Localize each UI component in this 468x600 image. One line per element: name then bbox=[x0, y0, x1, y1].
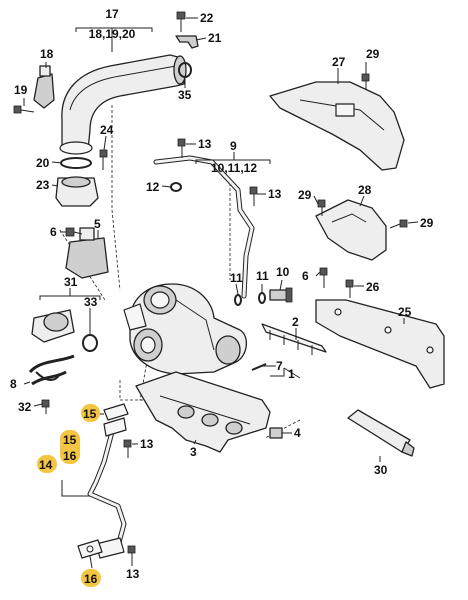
callout-6b: 6 bbox=[302, 269, 309, 283]
bolt-13d bbox=[127, 545, 136, 562]
callout-11a: 11 bbox=[230, 271, 243, 285]
oil-supply-line-9 bbox=[153, 155, 255, 299]
bolt-24 bbox=[99, 149, 108, 170]
callout-17: 17 bbox=[105, 7, 119, 21]
clamp-21 bbox=[175, 35, 199, 49]
callout-11b: 11 bbox=[256, 269, 269, 283]
seal-11b bbox=[258, 292, 266, 304]
callout-29c: 29 bbox=[420, 216, 434, 230]
banjo-bolt-10 bbox=[269, 287, 293, 303]
gasket-25 bbox=[315, 299, 445, 389]
callout-12: 12 bbox=[146, 180, 160, 194]
leader-lines bbox=[23, 17, 419, 569]
callout-30: 30 bbox=[374, 463, 388, 477]
callout-26: 26 bbox=[366, 280, 380, 294]
callout-13b: 13 bbox=[268, 187, 282, 201]
callout-labels: 17 18,19,20 22 21 18 19 35 27 29 24 13 9… bbox=[10, 7, 434, 586]
bolt-32 bbox=[41, 399, 50, 414]
bolt-13b bbox=[249, 186, 258, 206]
bolt-22 bbox=[176, 11, 186, 32]
callout-18: 18 bbox=[40, 47, 54, 61]
bracket-2 bbox=[261, 323, 327, 355]
sealant-tube-30 bbox=[347, 409, 415, 457]
heat-shield-28 bbox=[315, 199, 387, 261]
callout-13d: 13 bbox=[126, 567, 140, 581]
o-ring-20 bbox=[60, 157, 92, 169]
highlight-badges bbox=[37, 404, 101, 587]
callout-32: 32 bbox=[18, 400, 32, 414]
highlight-badge-14 bbox=[37, 455, 57, 473]
callout-29b: 29 bbox=[298, 188, 312, 202]
bolt-6b bbox=[319, 267, 328, 288]
callout-1: 1 bbox=[288, 367, 295, 381]
bolt-13c bbox=[123, 439, 132, 458]
heat-shield-27 bbox=[269, 81, 405, 171]
callout-14: 14 bbox=[39, 458, 53, 472]
nut-4 bbox=[269, 427, 283, 439]
o-ring-35 bbox=[178, 62, 192, 78]
callout-21: 21 bbox=[208, 31, 222, 45]
highlight-badge-15a bbox=[81, 404, 100, 422]
seal-11a bbox=[234, 294, 242, 306]
callout-4: 4 bbox=[294, 426, 301, 440]
callout-24: 24 bbox=[100, 123, 114, 137]
callout-27: 27 bbox=[332, 55, 346, 69]
callout-13a: 13 bbox=[198, 137, 212, 151]
callout-23: 23 bbox=[36, 178, 50, 192]
callout-16a: 16 bbox=[63, 449, 77, 463]
seal-12 bbox=[170, 182, 182, 192]
highlight-badge-15b-16a bbox=[60, 430, 80, 464]
callout-8: 8 bbox=[10, 377, 17, 391]
gasket-16b bbox=[77, 539, 103, 559]
hose-8 bbox=[28, 354, 75, 386]
callout-16b: 16 bbox=[84, 572, 98, 586]
callout-22: 22 bbox=[200, 11, 214, 25]
callout-15b: 15 bbox=[63, 433, 77, 447]
gasket-15a bbox=[103, 403, 129, 421]
callout-33: 33 bbox=[84, 295, 98, 309]
callout-31: 31 bbox=[64, 275, 78, 289]
bolt-29c bbox=[389, 219, 408, 229]
callout-29a: 29 bbox=[366, 47, 380, 61]
callout-20: 20 bbox=[36, 156, 50, 170]
callout-35: 35 bbox=[178, 88, 192, 102]
sensor-18 bbox=[33, 65, 55, 109]
callout-5: 5 bbox=[94, 217, 101, 231]
callout-25: 25 bbox=[398, 305, 412, 319]
callout-19: 19 bbox=[14, 83, 28, 97]
callout-13c: 13 bbox=[140, 437, 154, 451]
callout-2: 2 bbox=[292, 315, 299, 329]
callout-6a: 6 bbox=[50, 225, 57, 239]
valve-5 bbox=[65, 227, 109, 279]
callout-10: 10 bbox=[276, 265, 290, 279]
callout-9-sub: 10,11,12 bbox=[211, 161, 257, 175]
bolt-19 bbox=[13, 105, 35, 114]
callout-28: 28 bbox=[358, 183, 372, 197]
callout-7: 7 bbox=[276, 359, 283, 373]
diverter-valve-31 bbox=[31, 309, 75, 343]
o-ring-33 bbox=[82, 334, 98, 352]
callout-17-sub: 18,19,20 bbox=[89, 27, 136, 41]
turbocharger-1 bbox=[123, 283, 247, 375]
oil-return-line-14 bbox=[87, 417, 127, 559]
callout-9: 9 bbox=[230, 139, 237, 153]
callout-3: 3 bbox=[190, 445, 197, 459]
stud-7 bbox=[251, 363, 267, 371]
highlight-badge-16b bbox=[81, 569, 101, 587]
flange-23 bbox=[55, 176, 99, 207]
intake-pipe-17 bbox=[59, 54, 187, 155]
bolt-26 bbox=[345, 279, 354, 298]
callout-15a: 15 bbox=[83, 407, 97, 421]
exhaust-manifold-3 bbox=[135, 371, 271, 453]
bolt-13a bbox=[177, 138, 186, 158]
